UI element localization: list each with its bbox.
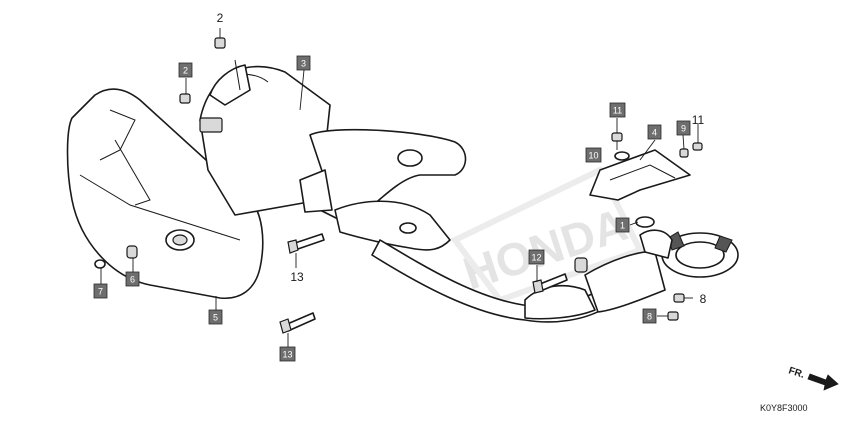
diagram-code: K0Y8F3000 [760, 403, 808, 413]
clip-8 [667, 293, 685, 321]
svg-text:11: 11 [692, 113, 705, 127]
grommet-6 [126, 245, 138, 259]
callout-3: 3 [296, 55, 311, 71]
callout-8-right: 8 [700, 292, 707, 306]
svg-text:13: 13 [282, 350, 292, 360]
washer-7 [94, 259, 106, 269]
muffler [199, 59, 331, 216]
heat-shield-cover [66, 88, 264, 299]
svg-text:7: 7 [98, 287, 103, 297]
svg-text:9: 9 [681, 124, 686, 134]
callout-5: 5 [208, 309, 223, 325]
svg-text:1: 1 [620, 221, 625, 231]
svg-text:8: 8 [647, 312, 652, 322]
callout-13: 13 [279, 346, 296, 362]
callout-2-top: 2 [217, 11, 224, 25]
callout-4: 4 [647, 124, 662, 140]
callout-13-mid: 13 [290, 270, 304, 284]
bolt-11 [611, 132, 623, 150]
svg-text:3: 3 [301, 59, 306, 69]
callout-11: 11 [609, 102, 626, 118]
svg-text:8: 8 [700, 292, 707, 306]
callout-12: 12 [528, 249, 545, 265]
gasket-1 [635, 216, 655, 228]
callout-7: 7 [93, 283, 108, 299]
exhaust-flange [639, 229, 739, 278]
svg-text:11: 11 [613, 106, 622, 116]
washer-10 [614, 151, 630, 161]
svg-text:2: 2 [183, 66, 188, 76]
svg-text:10: 10 [588, 151, 598, 161]
bolt-13-mid [287, 233, 325, 254]
callout-8: 8 [642, 308, 657, 324]
svg-text:6: 6 [130, 275, 135, 285]
callout-1: 1 [615, 217, 630, 233]
exhaust-pipe [334, 200, 666, 323]
front-arrow-icon [807, 373, 839, 391]
leader-lines [100, 28, 699, 347]
callout-9: 9 [676, 120, 691, 136]
heat-plate [589, 149, 691, 201]
svg-text:K0Y8F3000: K0Y8F3000 [760, 403, 808, 413]
callout-2: 2 [178, 62, 193, 78]
svg-text:13: 13 [290, 270, 304, 284]
callout-11-right: 11 [692, 113, 705, 127]
nut-2-top [214, 37, 226, 49]
nut-2 [179, 93, 191, 104]
muffler-bracket [299, 128, 467, 226]
svg-text:2: 2 [217, 11, 224, 25]
svg-text:5: 5 [213, 313, 218, 323]
svg-text:FR.: FR. [787, 365, 806, 381]
bolt-11-right [692, 142, 703, 151]
callout-10: 10 [585, 147, 602, 163]
svg-text:4: 4 [652, 128, 657, 138]
front-direction-indicator: FR. [787, 365, 839, 391]
bolt-12 [532, 273, 568, 294]
callout-6: 6 [125, 271, 140, 287]
bolt-13 [279, 312, 316, 334]
svg-text:12: 12 [531, 253, 541, 263]
nut-9 [679, 148, 689, 158]
